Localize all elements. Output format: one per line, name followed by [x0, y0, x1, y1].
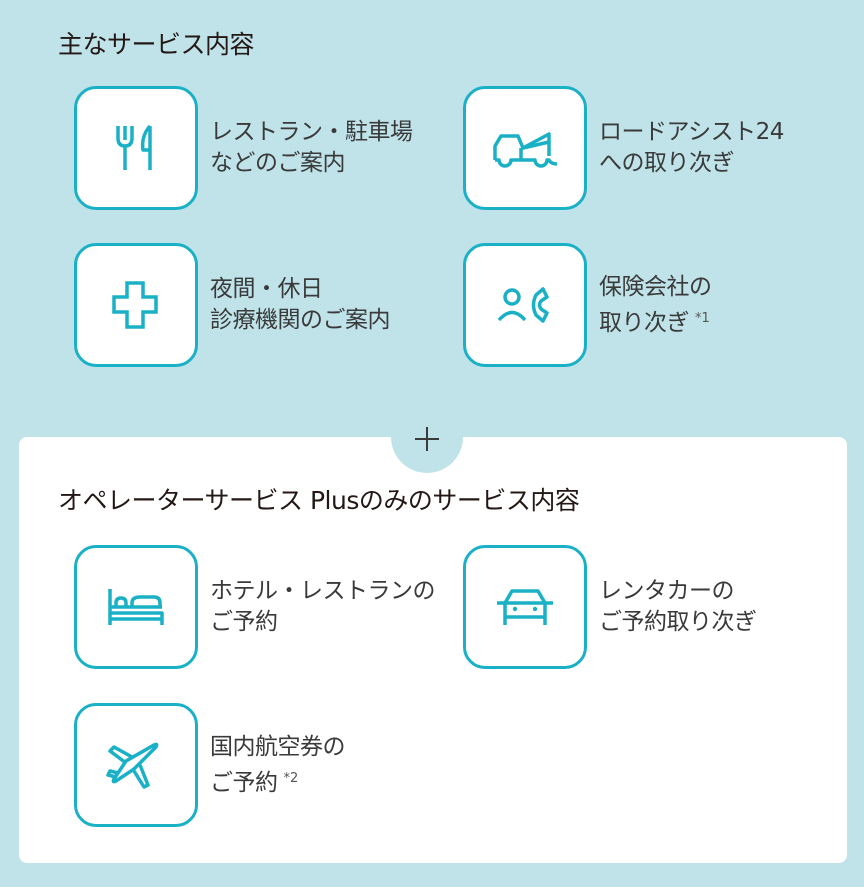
service-label: ホテル・レストランの ご予約 — [210, 578, 436, 635]
icon-frame — [463, 243, 587, 367]
footnote-marker: *1 — [695, 310, 710, 326]
footnote-marker: *2 — [283, 770, 299, 786]
main-services-heading: 主なサービス内容 — [58, 30, 255, 59]
service-label: レンタカーの ご予約取り次ぎ — [599, 578, 757, 635]
service-item-hotel: ホテル・レストランの ご予約 — [74, 545, 436, 669]
tow-truck-icon — [493, 132, 558, 168]
service-item-insurance: 保険会社の 取り次ぎ*1 — [463, 243, 712, 367]
person-phone-icon — [497, 287, 549, 323]
service-item-airline: 国内航空券の ご予約*2 — [74, 703, 346, 827]
airplane-icon — [106, 742, 159, 789]
icon-frame — [74, 703, 198, 827]
icon-frame — [74, 86, 198, 210]
service-label: 保険会社の 取り次ぎ*1 — [599, 273, 712, 336]
service-label: 国内航空券の ご予約*2 — [210, 733, 346, 796]
icon-frame — [74, 545, 198, 669]
medical-cross-icon — [112, 281, 158, 329]
icon-frame — [463, 545, 587, 669]
service-item-medical: 夜間・休日 診療機関のご案内 — [74, 243, 391, 367]
plus-icon — [411, 424, 443, 456]
service-label: ロードアシスト24 への取り次ぎ — [599, 119, 784, 176]
service-label: レストラン・駐車場 などのご案内 — [210, 119, 413, 176]
fork-knife-icon — [116, 124, 152, 170]
plus-services-heading: オペレーターサービス Plusのみのサービス内容 — [58, 486, 580, 515]
bed-icon — [108, 589, 164, 625]
service-item-road-assist: ロードアシスト24 への取り次ぎ — [463, 86, 784, 210]
service-item-restaurant: レストラン・駐車場 などのご案内 — [74, 86, 413, 210]
icon-frame — [74, 243, 198, 367]
icon-frame — [463, 86, 587, 210]
service-item-rental-car: レンタカーの ご予約取り次ぎ — [463, 545, 757, 669]
car-icon — [497, 589, 553, 625]
service-label: 夜間・休日 診療機関のご案内 — [210, 276, 391, 333]
